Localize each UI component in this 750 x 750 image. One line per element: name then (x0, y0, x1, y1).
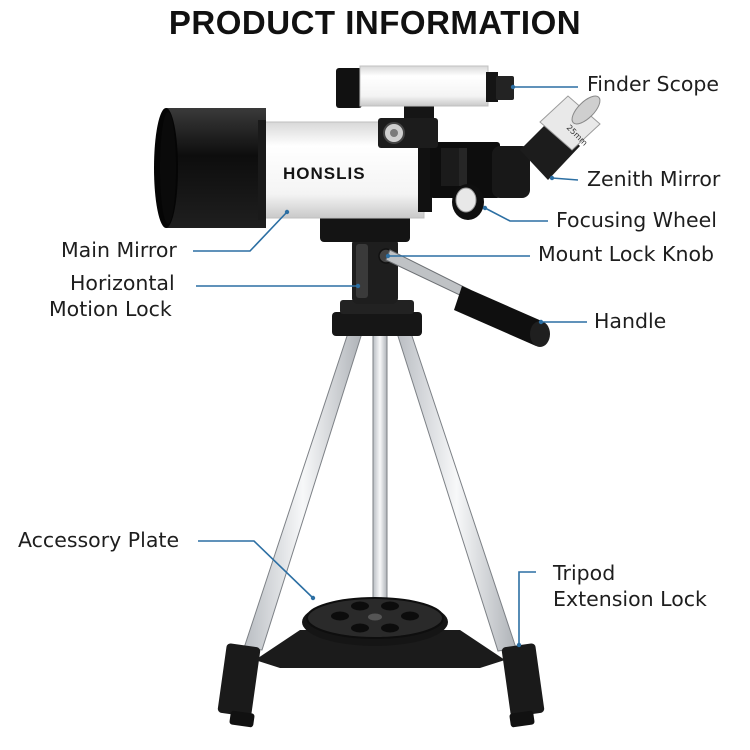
dew-shield (154, 108, 266, 228)
finder-scope (336, 65, 514, 148)
zenith-mirror: 25mm (492, 95, 601, 198)
callout-tripod-extension-lock (518, 571, 536, 645)
accessory-plate (255, 597, 505, 668)
callout-accessory-plate (198, 540, 314, 599)
tripod-head (332, 238, 422, 336)
brand-logo: HONSLIS (283, 164, 366, 183)
callout-lines (193, 86, 587, 645)
page-title: PRODUCT INFORMATION (168, 4, 582, 41)
tripod-legs (243, 332, 517, 652)
callout-zenith-mirror (551, 177, 579, 181)
focusing-wheel (452, 184, 484, 220)
focusing-wheel-label: Focusing Wheel (556, 208, 717, 232)
leg-feet (217, 643, 545, 728)
accessory-plate-label: Accessory Plate (18, 528, 180, 552)
main-mirror-label: Main Mirror (61, 238, 177, 262)
tripod-extension-lock-label-line1: Tripod (553, 561, 616, 585)
handle (385, 249, 550, 347)
tripod-extension-lock-label-line2: Extension Lock (553, 587, 707, 611)
focuser (430, 142, 500, 198)
finder-scope-label: Finder Scope (587, 72, 720, 96)
mount-lock-knob-label: Mount Lock Knob (538, 242, 715, 266)
horizontal-motion-lock-label-line2: Motion Lock (49, 297, 172, 321)
handle-label: Handle (594, 309, 667, 333)
callout-endpoints (284, 84, 555, 648)
callout-focusing-wheel (484, 207, 548, 222)
horizontal-motion-lock-label-line1: Horizontal (70, 271, 175, 295)
zenith-mirror-label: Zenith Mirror (587, 167, 721, 191)
callout-main-mirror (193, 211, 288, 252)
